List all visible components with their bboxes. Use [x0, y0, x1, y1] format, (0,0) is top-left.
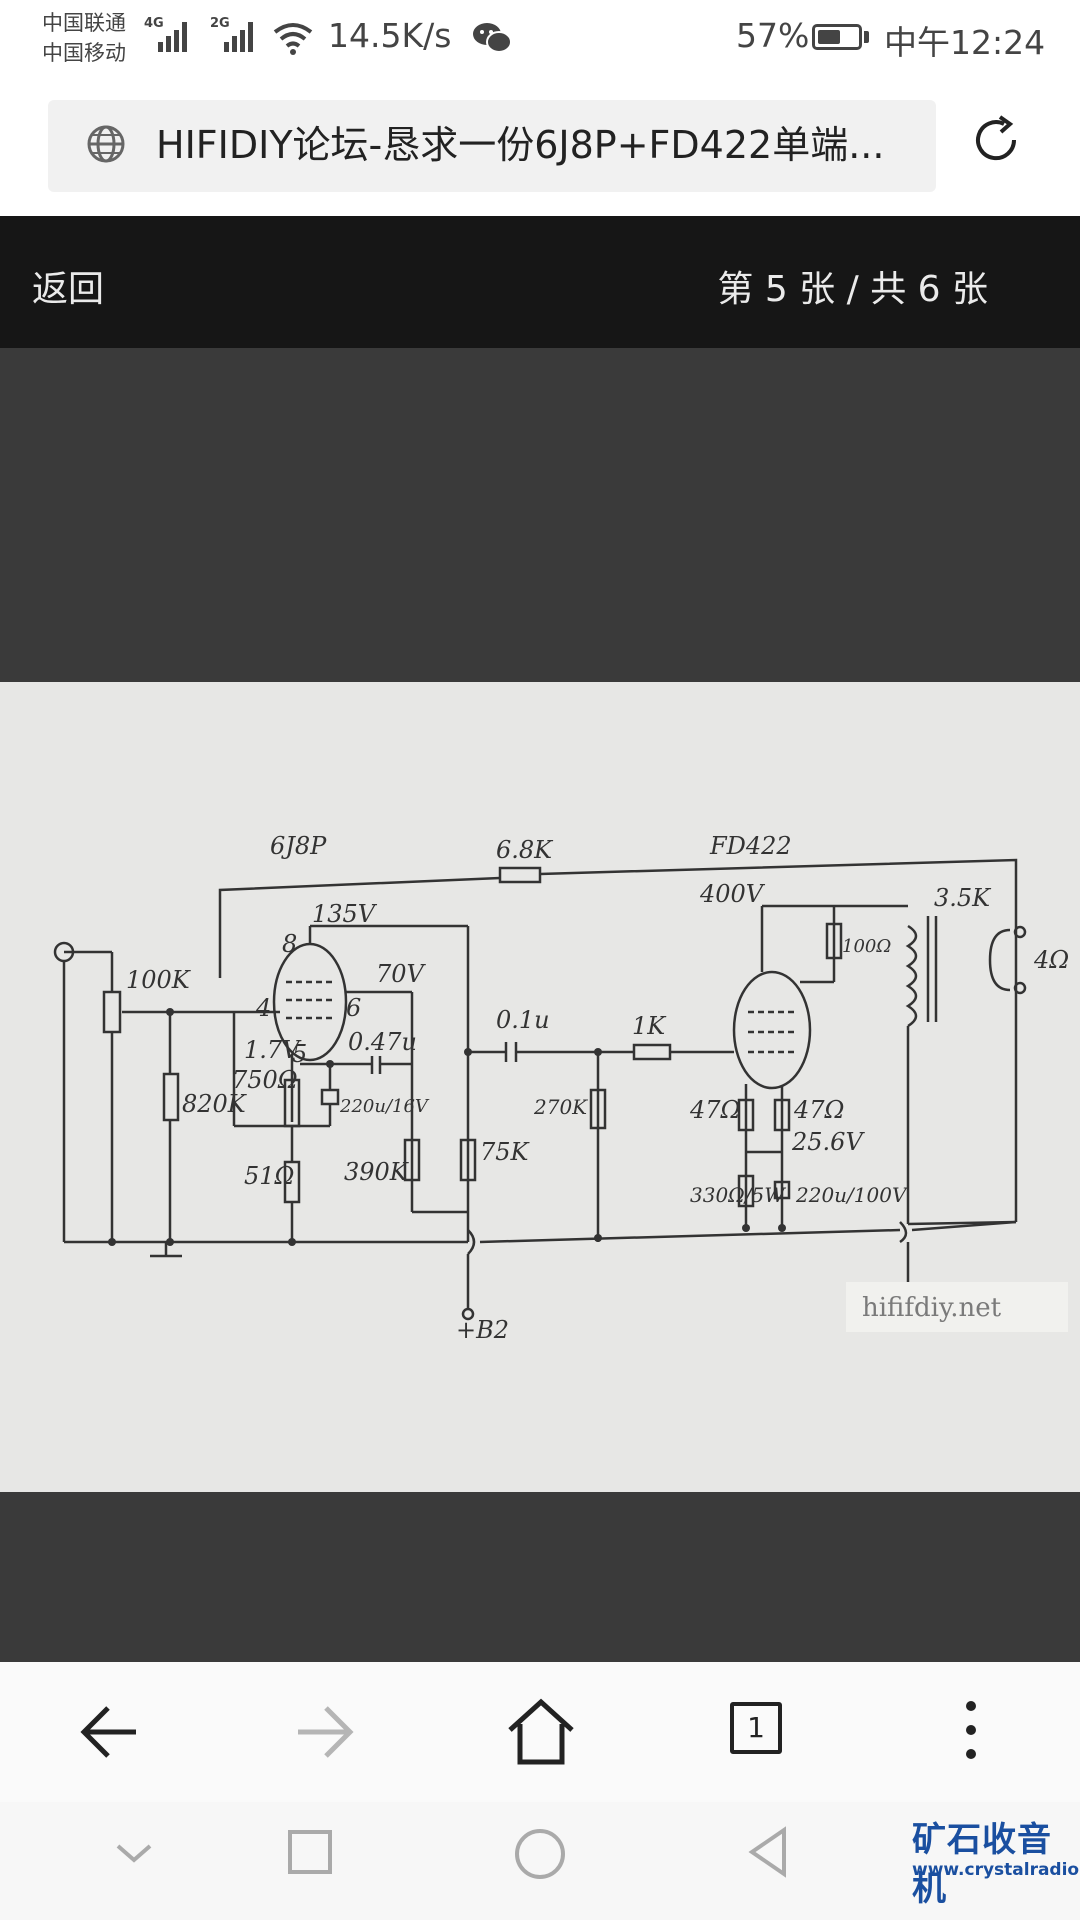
label-1k: 1K — [632, 1012, 667, 1040]
label-51ohm: 51Ω — [244, 1162, 294, 1190]
chevron-down-icon[interactable] — [106, 1824, 162, 1880]
label-0-1u: 0.1u — [496, 1006, 550, 1034]
signal-icon-2: 2G — [210, 16, 258, 52]
network-speed: 14.5K/s — [328, 16, 452, 55]
more-icon[interactable] — [926, 1692, 1016, 1772]
label-75k: 75K — [480, 1138, 531, 1166]
schematic-photo[interactable]: 6J8P 6.8K FD422 135V 400V 3.5K 4Ω 0.1u 1… — [0, 682, 1080, 1492]
label-100k: 100K — [126, 966, 192, 994]
label-fd422: FD422 — [709, 832, 792, 860]
label-750ohm: 750Ω — [232, 1066, 298, 1094]
label-3-5k: 3.5K — [934, 884, 992, 912]
page-title[interactable]: HIFIDIY论坛-恳求一份6J8P+FD422单端... — [156, 123, 885, 167]
globe-icon — [87, 125, 125, 163]
label-820k: 820K — [182, 1090, 248, 1118]
label-6-8k: 6.8K — [496, 836, 554, 864]
site-watermark-url: www.crystalradio.cn — [912, 1860, 1080, 1880]
network-type-1: 4G — [144, 16, 164, 31]
label-6j8p: 6J8P — [270, 832, 327, 860]
label-25-6v: 25.6V — [791, 1128, 865, 1156]
battery-icon — [812, 24, 862, 50]
tabs-button[interactable]: 1 — [710, 1692, 800, 1772]
carrier-2: 中国移动 — [42, 41, 126, 65]
triangle-back-icon[interactable] — [742, 1824, 798, 1880]
label-0-47u: 0.47u — [348, 1028, 417, 1056]
address-bar[interactable]: HIFIDIY论坛-恳求一份6J8P+FD422单端... — [48, 100, 936, 192]
browser-nav-bar: 1 — [0, 1662, 1080, 1802]
forward-arrow-icon[interactable] — [280, 1692, 370, 1772]
tab-count: 1 — [747, 1711, 765, 1744]
label-135v: 135V — [312, 900, 378, 928]
carrier-names: 中国联通 中国移动 — [42, 8, 126, 68]
label-pin-6: 6 — [346, 994, 361, 1022]
circle-icon[interactable] — [510, 1824, 570, 1884]
label-400v: 400V — [699, 880, 766, 908]
schematic-diagram: 6J8P 6.8K FD422 135V 400V 3.5K 4Ω 0.1u 1… — [53, 832, 1069, 1344]
home-icon[interactable] — [496, 1692, 586, 1772]
label-100ohm: 100Ω — [842, 936, 891, 957]
image-viewer[interactable]: 6J8P 6.8K FD422 135V 400V 3.5K 4Ω 0.1u 1… — [0, 348, 1080, 1662]
label-47ohm-1: 47Ω — [689, 1096, 740, 1124]
label-220u-16v: 220u/16V — [339, 1096, 430, 1117]
label-70v: 70V — [376, 960, 427, 988]
label-b2: +B2 — [456, 1316, 509, 1344]
battery-percent: 57% — [736, 16, 810, 55]
label-pin-5: 5 — [292, 1040, 307, 1068]
reload-icon[interactable] — [968, 112, 1024, 168]
status-bar: 中国联通 中国移动 4G 2G 14.5K/s 57% 中午12:24 — [0, 0, 1080, 80]
tabs-icon: 1 — [730, 1702, 782, 1754]
label-270k: 270K — [533, 1095, 588, 1119]
label-4ohm: 4Ω — [1033, 946, 1069, 974]
label-47ohm-2: 47Ω — [793, 1096, 844, 1124]
wechat-icon — [473, 23, 512, 53]
network-type-2: 2G — [210, 16, 230, 31]
browser-toolbar: HIFIDIY论坛-恳求一份6J8P+FD422单端... — [0, 80, 1080, 216]
back-arrow-icon[interactable] — [64, 1692, 154, 1772]
system-nav-bar: 矿石收音机 www.crystalradio.cn — [0, 1802, 1080, 1920]
back-button[interactable]: 返回 — [32, 269, 105, 310]
carrier-1: 中国联通 — [42, 11, 126, 35]
site-watermark: 矿石收音机 — [912, 1820, 1052, 1909]
wifi-icon — [273, 23, 313, 55]
square-icon[interactable] — [282, 1824, 338, 1880]
label-pin-8: 8 — [282, 930, 297, 958]
signal-icon: 4G — [144, 16, 192, 52]
label-390k: 390K — [344, 1158, 410, 1186]
label-330ohm-5w: 330Ω/5W — [690, 1183, 786, 1207]
photo-watermark: hififdiy.net — [862, 1293, 1002, 1323]
label-220u-100v: 220u/100V — [795, 1183, 909, 1207]
viewer-header: 返回 第 5 张 / 共 6 张 — [0, 216, 1080, 348]
label-1-7v: 1.7V — [244, 1036, 302, 1064]
clock: 中午12:24 — [884, 23, 1046, 62]
label-pin-4: 4 — [255, 994, 271, 1022]
image-counter: 第 5 张 / 共 6 张 — [717, 269, 988, 310]
